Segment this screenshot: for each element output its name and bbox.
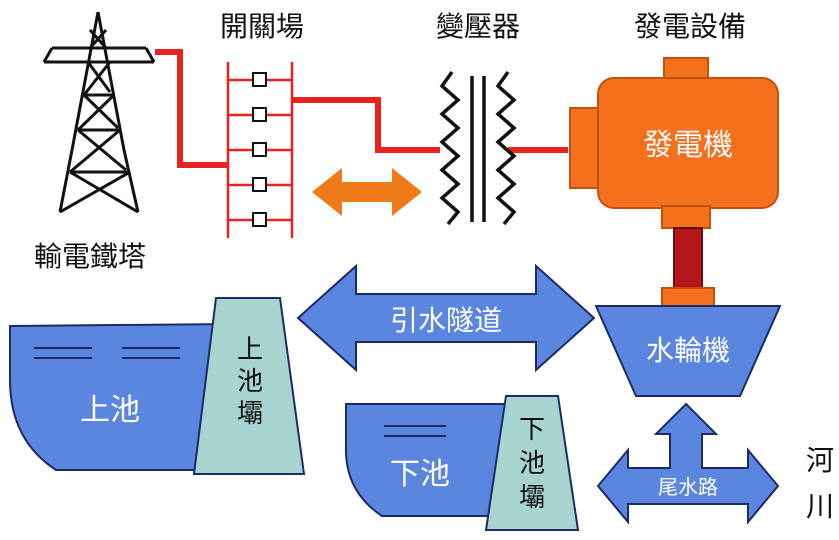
transformer-symbol — [439, 70, 517, 226]
switchyard-label: 開關場 — [220, 10, 304, 43]
generation-equipment-label: 發電設備 — [634, 10, 746, 43]
tailrace-label: 尾水路 — [658, 475, 718, 499]
river-label-1: 河 — [806, 444, 834, 477]
transmission-tower — [42, 11, 156, 214]
upper-reservoir-waterline — [34, 347, 180, 359]
lower-dam-label-2: 池 — [519, 449, 545, 479]
upper-reservoir-label: 上池 — [80, 393, 140, 428]
power-line — [155, 49, 568, 168]
upper-dam-label-1: 上 — [237, 335, 263, 365]
generator — [569, 57, 779, 229]
upper-dam — [192, 297, 306, 475]
lower-dam — [484, 395, 580, 531]
upper-dam-label-2: 池 — [237, 367, 263, 397]
turbine — [594, 305, 782, 397]
lower-reservoir — [345, 403, 521, 517]
turbine-label: 水輪機 — [646, 334, 730, 367]
lower-reservoir-waterline — [384, 425, 446, 437]
lower-dam-label-1: 下 — [519, 415, 545, 445]
orange-double-arrow — [312, 168, 422, 216]
transmission-tower-label: 輸電鐵塔 — [34, 240, 146, 273]
lower-reservoir-label: 下池 — [390, 457, 450, 492]
headrace-tunnel-label: 引水隧道 — [390, 304, 502, 337]
tailrace-arrow — [596, 402, 780, 525]
lower-dam-label-3: 壩 — [519, 483, 545, 513]
headrace-tunnel-arrow — [296, 263, 596, 373]
turbine-shaft — [673, 227, 703, 291]
river-label-2: 川 — [806, 490, 834, 523]
upper-reservoir — [9, 322, 233, 471]
upper-dam-label-3: 壩 — [237, 399, 263, 429]
transformer-label: 變壓器 — [436, 10, 520, 43]
generator-label: 發電機 — [643, 128, 733, 163]
switchyard — [226, 62, 294, 238]
turbine-coupling — [661, 287, 715, 307]
